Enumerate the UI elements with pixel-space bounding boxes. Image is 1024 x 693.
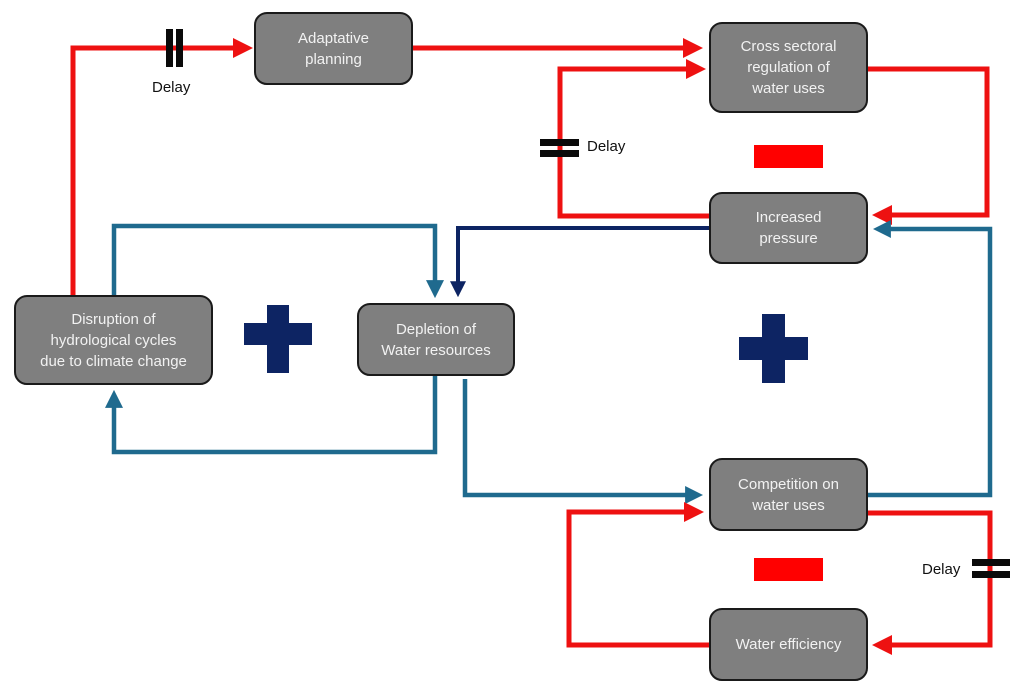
- link-efficiency-to-competition: [566, 502, 709, 648]
- delay-mark-efficiency-loop: [972, 559, 1010, 578]
- delay-mark-regulation-loop: [540, 139, 579, 157]
- link-pressure-to-depletion: [450, 226, 709, 298]
- link-pressure-to-cross-sectoral: [557, 59, 709, 219]
- minus-sign-regulation-loop: [754, 145, 823, 168]
- delay-mark-top: [166, 29, 183, 67]
- node-disruption-hydrological-cycles-label: Disruption of hydrological cycles due to…: [40, 310, 187, 370]
- delay-label-regulation-loop: Delay: [587, 138, 626, 155]
- node-water-efficiency-label: Water efficiency: [735, 636, 842, 653]
- node-depletion-water-resources-label: Depletion of Water resources: [381, 320, 491, 359]
- node-increased-pressure-label: Increased pressure: [755, 209, 822, 247]
- link-competition-to-pressure: [867, 220, 993, 498]
- delay-label-top: Delay: [152, 79, 191, 96]
- link-depletion-to-competition: [462, 379, 704, 504]
- plus-sign-right-loop: [739, 314, 808, 383]
- minus-sign-efficiency-loop: [754, 558, 823, 581]
- node-adaptative-planning[interactable]: Adaptative planning: [254, 12, 413, 85]
- link-depletion-to-disruption: [105, 375, 438, 455]
- link-competition-to-efficiency: [867, 510, 993, 655]
- link-cross-sectoral-to-pressure: [867, 66, 990, 225]
- node-cross-sectoral-regulation[interactable]: Cross sectoral regulation of water uses: [709, 22, 868, 113]
- node-adaptative-planning-label: Adaptative planning: [298, 29, 369, 68]
- node-competition-water-uses-label: Competition on water uses: [738, 475, 839, 514]
- node-disruption-hydrological-cycles[interactable]: Disruption of hydrological cycles due to…: [14, 295, 213, 385]
- node-depletion-water-resources[interactable]: Depletion of Water resources: [357, 303, 515, 376]
- plus-sign-left-loop: [244, 305, 312, 373]
- node-water-efficiency[interactable]: Water efficiency: [709, 608, 868, 681]
- delay-label-efficiency-loop: Delay: [922, 561, 961, 578]
- link-disruption-to-planning: [70, 38, 253, 295]
- node-cross-sectoral-regulation-label: Cross sectoral regulation of water uses: [740, 38, 837, 97]
- node-competition-water-uses[interactable]: Competition on water uses: [709, 458, 868, 531]
- node-increased-pressure[interactable]: Increased pressure: [709, 192, 868, 264]
- link-disruption-to-depletion: [111, 223, 444, 299]
